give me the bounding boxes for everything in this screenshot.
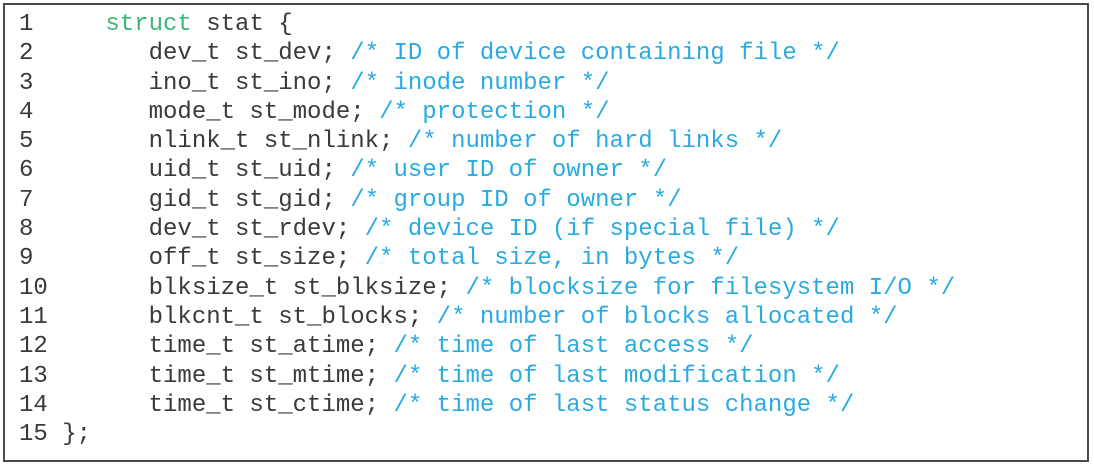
code-line: 6 uid_t st_uid; /* user ID of owner */ bbox=[19, 156, 1087, 185]
code-segment-plain: nlink_t st_nlink; bbox=[62, 128, 408, 156]
code-snippet-frame: 1 struct stat {2 dev_t st_dev; /* ID of … bbox=[3, 3, 1089, 462]
line-number: 15 bbox=[19, 421, 48, 449]
line-number: 7 bbox=[19, 186, 34, 214]
code-segment-plain: dev_t st_dev; bbox=[62, 40, 351, 68]
code-segment-plain: stat { bbox=[191, 11, 293, 38]
code-line: 4 mode_t st_mode; /* protection */ bbox=[19, 98, 1087, 127]
code-line: 10 blksize_t st_blksize; /* blocksize fo… bbox=[19, 274, 1087, 303]
line-number: 10 bbox=[19, 274, 48, 302]
line-number: 2 bbox=[19, 40, 34, 68]
line-number: 6 bbox=[19, 157, 34, 185]
code-segment-comment: /* time of last modification */ bbox=[393, 362, 840, 390]
line-number: 14 bbox=[19, 391, 48, 419]
code-segment-comment: /* ID of device containing file */ bbox=[350, 40, 840, 68]
line-number: 12 bbox=[19, 333, 48, 361]
line-number: 13 bbox=[19, 362, 48, 390]
code-segment-plain: off_t st_size; bbox=[62, 245, 365, 273]
code-line: 8 dev_t st_rdev; /* device ID (if specia… bbox=[19, 215, 1087, 244]
line-number: 8 bbox=[19, 216, 34, 244]
code-segment-keyword: struct bbox=[105, 11, 192, 38]
code-segment-comment: /* number of blocks allocated */ bbox=[436, 303, 898, 331]
code-segment-plain: time_t st_mtime; bbox=[62, 362, 394, 390]
code-line: 11 blkcnt_t st_blocks; /* number of bloc… bbox=[19, 303, 1087, 332]
code-line: 13 time_t st_mtime; /* time of last modi… bbox=[19, 362, 1087, 391]
code-segment-plain: uid_t st_uid; bbox=[62, 157, 351, 185]
line-number: 9 bbox=[19, 245, 34, 273]
code-segment-comment: /* number of hard links */ bbox=[407, 128, 783, 156]
code-line: 9 off_t st_size; /* total size, in bytes… bbox=[19, 244, 1087, 273]
code-segment-comment: /* time of last access */ bbox=[393, 333, 754, 361]
line-number: 5 bbox=[19, 128, 34, 156]
code-line: 12 time_t st_atime; /* time of last acce… bbox=[19, 332, 1087, 361]
code-segment-comment: /* device ID (if special file) */ bbox=[364, 216, 840, 244]
code-segment-comment: /* time of last status change */ bbox=[393, 391, 855, 419]
code-segment-plain: }; bbox=[62, 421, 92, 449]
code-segment-comment: /* user ID of owner */ bbox=[350, 157, 668, 185]
code-segment-plain: blkcnt_t st_blocks; bbox=[62, 303, 437, 331]
code-line: 2 dev_t st_dev; /* ID of device containi… bbox=[19, 39, 1087, 68]
code-segment-comment: /* blocksize for filesystem I/O */ bbox=[465, 274, 956, 302]
code-segment-plain: dev_t st_rdev; bbox=[62, 216, 365, 244]
line-number: 1 bbox=[19, 11, 34, 38]
code-segment-comment: /* total size, in bytes */ bbox=[364, 245, 740, 273]
code-line: 14 time_t st_ctime; /* time of last stat… bbox=[19, 391, 1087, 420]
line-number: 4 bbox=[19, 98, 34, 126]
code-segment-comment: /* inode number */ bbox=[350, 69, 610, 97]
code-segment-plain: time_t st_atime; bbox=[62, 333, 394, 361]
code-segment-comment: /* protection */ bbox=[379, 98, 610, 126]
code-segment-plain: time_t st_ctime; bbox=[62, 391, 394, 419]
code-line: 7 gid_t st_gid; /* group ID of owner */ bbox=[19, 186, 1087, 215]
code-segment-plain bbox=[62, 11, 105, 38]
code-segment-plain: mode_t st_mode; bbox=[62, 98, 380, 126]
code-line: 15}; bbox=[19, 420, 1087, 449]
code-line: 1 struct stat { bbox=[19, 10, 1087, 39]
line-number: 3 bbox=[19, 69, 34, 97]
code-segment-plain: gid_t st_gid; bbox=[62, 186, 351, 214]
line-number: 11 bbox=[19, 303, 48, 331]
code-line: 3 ino_t st_ino; /* inode number */ bbox=[19, 69, 1087, 98]
code-segment-comment: /* group ID of owner */ bbox=[350, 186, 682, 214]
code-segment-plain: blksize_t st_blksize; bbox=[62, 274, 466, 302]
code-segment-plain: ino_t st_ino; bbox=[62, 69, 351, 97]
code-line: 5 nlink_t st_nlink; /* number of hard li… bbox=[19, 127, 1087, 156]
code-lines-container: 1 struct stat {2 dev_t st_dev; /* ID of … bbox=[19, 10, 1087, 449]
